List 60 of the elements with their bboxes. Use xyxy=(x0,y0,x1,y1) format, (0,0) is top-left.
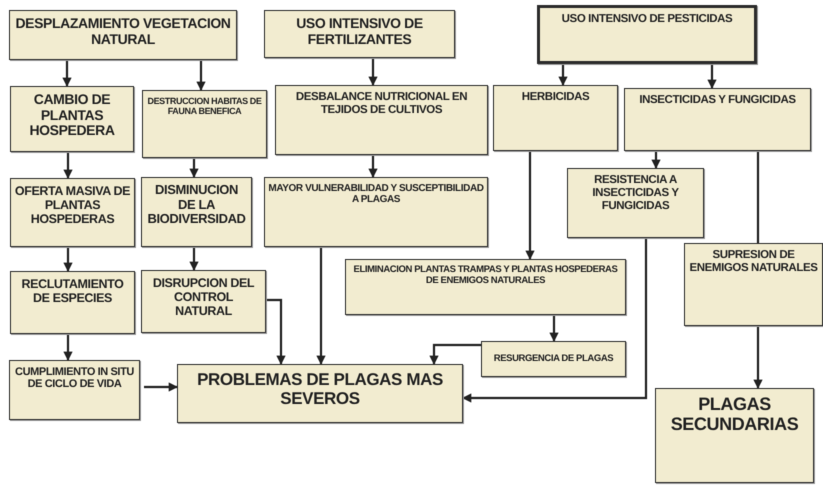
box-label: MAYOR VULNERABILIDAD Y SUSCEPTIBILIDAD A PLAGAS xyxy=(268,183,484,206)
box-label: USO INTENSIVO DE PESTICIDAS xyxy=(562,13,732,26)
arrow xyxy=(651,151,661,169)
process-box xyxy=(264,177,488,247)
arrow xyxy=(266,298,286,365)
box-label: DISMINUCION DE LA BIODIVERSIDAD xyxy=(146,183,247,227)
process-box xyxy=(481,341,626,377)
process-box xyxy=(9,10,237,60)
process-box xyxy=(9,360,140,420)
process-box xyxy=(567,168,704,238)
arrow xyxy=(368,58,378,86)
arrow xyxy=(144,382,178,392)
arrow xyxy=(368,155,378,178)
box-label: ELIMINACION PLANTAS TRAMPAS Y PLANTAS HOSPEDERAS DE ENEMIGOS NATURALES xyxy=(352,265,618,286)
arrow xyxy=(549,315,559,342)
process-box xyxy=(10,178,135,247)
box-label: INSECTICIDAS Y FUNGICIDAS xyxy=(639,94,796,107)
box-label: USO INTENSIVO DE FERTILIZANTES xyxy=(295,16,424,48)
arrow xyxy=(63,334,73,361)
arrow xyxy=(63,152,73,179)
box-label: CUMPLIMIENTO IN SITU DE CICLO DE VIDA xyxy=(14,366,135,391)
process-box xyxy=(142,90,267,158)
box-label: DISRUPCION DEL CONTROL NATURAL xyxy=(152,276,256,318)
arrow xyxy=(707,64,717,89)
arrow xyxy=(753,326,763,389)
process-box xyxy=(684,243,823,326)
process-box xyxy=(141,270,266,333)
process-box xyxy=(624,88,811,151)
process-box xyxy=(177,364,463,423)
process-box xyxy=(493,85,618,151)
box-label: RESURGENCIA DE PLAGAS xyxy=(494,354,614,364)
arrow xyxy=(316,247,326,365)
process-box xyxy=(655,388,814,483)
process-box xyxy=(141,177,252,247)
process-box xyxy=(264,10,455,58)
box-label: RESISTENCIA A INSECTICIDAS Y FUNGICIDAS xyxy=(591,174,680,213)
arrow xyxy=(462,238,648,403)
arrow xyxy=(429,344,481,365)
box-label: SUPRESION DE ENEMIGOS NATURALES xyxy=(688,249,819,275)
arrow xyxy=(196,60,206,91)
arrow xyxy=(63,247,73,272)
process-box xyxy=(345,259,626,315)
box-label: DESTRUCCION HABITAS DE FAUNA BENEFICA xyxy=(146,96,263,116)
process-box xyxy=(10,271,135,334)
process-box xyxy=(537,5,757,64)
box-label: DESPLAZAMIENTO VEGETACION NATURAL xyxy=(14,16,232,48)
box-label: PLAGAS SECUNDARIAS xyxy=(670,394,800,434)
arrow xyxy=(525,151,535,260)
box-label: PROBLEMAS DE PLAGAS MAS SEVEROS xyxy=(196,370,444,408)
process-box xyxy=(10,86,134,152)
box-label: CAMBIO DE PLANTAS HOSPEDERA xyxy=(28,92,116,140)
box-label: OFERTA MASIVA DE PLANTAS HOSPEDERAS xyxy=(14,184,131,226)
box-label: HERBICIDAS xyxy=(522,91,590,104)
box-label: DESBALANCE NUTRICIONAL EN TEJIDOS DE CULTIVOS xyxy=(294,91,468,117)
process-box xyxy=(275,85,488,155)
arrow xyxy=(558,64,568,86)
arrow xyxy=(189,247,199,271)
box-label: RECLUTAMIENTO DE ESPECIES xyxy=(20,277,124,305)
arrow xyxy=(189,158,199,178)
arrow xyxy=(62,60,72,87)
